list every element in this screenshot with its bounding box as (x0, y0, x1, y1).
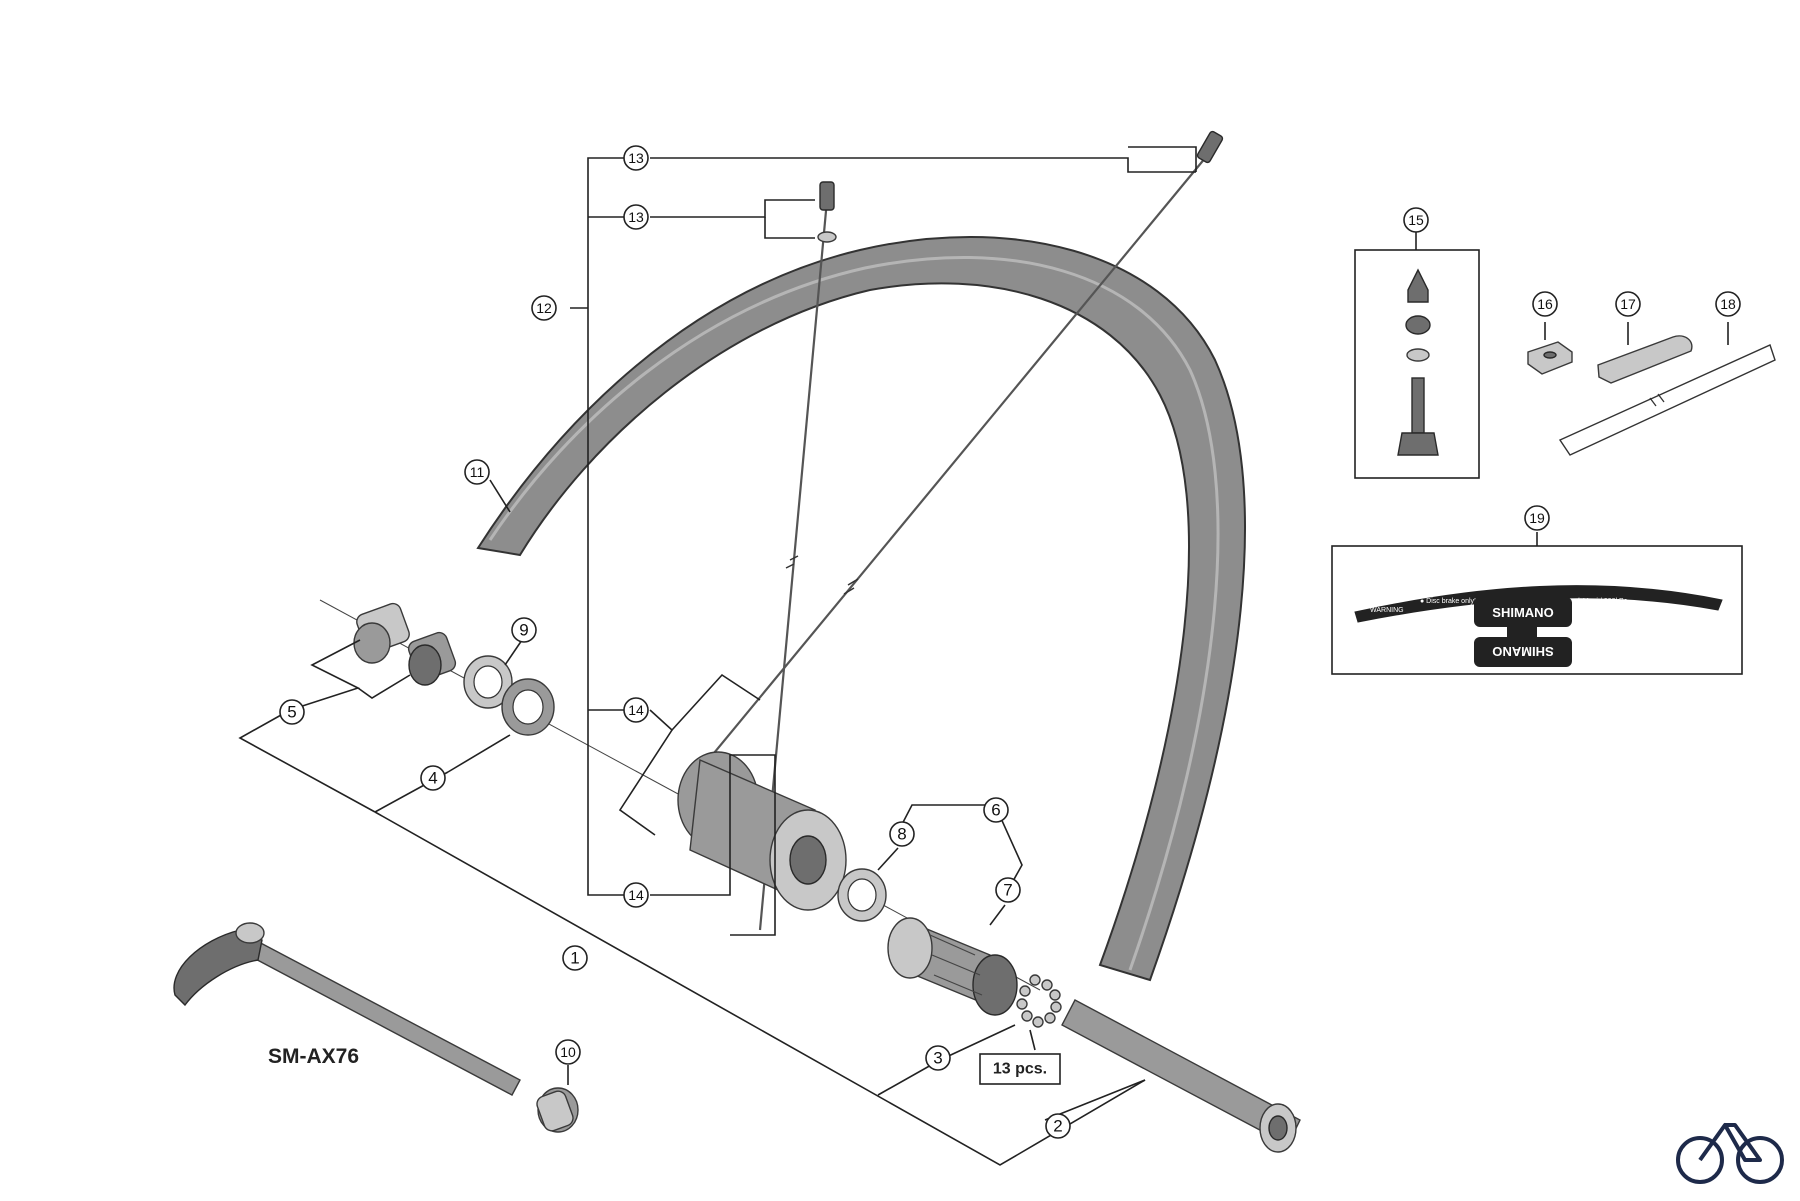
rim-decal-sheet: WARNING ● Disc brake only! ● MAX TIRE PR… (1331, 545, 1743, 675)
callout-3-label: 3 (933, 1049, 942, 1068)
hub-left-end-cap (407, 631, 457, 686)
callout-14-upper-label: 14 (628, 702, 644, 718)
callout-13-second-label: 13 (628, 209, 644, 225)
callout-16-label: 16 (1537, 296, 1553, 312)
hub-axle (1061, 999, 1301, 1153)
callout-4-label: 4 (428, 769, 437, 788)
model-label: SM-AX76 (268, 1045, 359, 1068)
callout-18-label: 18 (1720, 296, 1736, 312)
callout-6: 6 (983, 797, 1009, 823)
callout-13-top-label: 13 (628, 150, 644, 166)
callout-1: 1 (562, 945, 588, 971)
decal-warning: WARNING (1370, 607, 1404, 614)
callout-16: 16 (1532, 291, 1558, 317)
callout-18: 18 (1715, 291, 1741, 317)
callout-14-upper: 14 (623, 697, 649, 723)
callout-7-label: 7 (1003, 881, 1012, 900)
valve-hole-adapter (1527, 341, 1573, 375)
callout-11-label: 11 (470, 464, 485, 480)
quantity-note-label: 13 pcs. (993, 1061, 1047, 1078)
callout-4: 4 (420, 765, 446, 791)
callout-5-label: 5 (287, 703, 296, 722)
callout-10-label: 10 (560, 1044, 576, 1060)
rim-tape (1558, 344, 1776, 456)
lock-ring (501, 678, 555, 736)
hub-body (319, 599, 1041, 991)
callout-8-label: 8 (897, 825, 906, 844)
freehub-seal-ring (837, 868, 887, 922)
quantity-note: 13 pcs. (979, 1053, 1061, 1085)
decal-brand-bottom: SHIMANO (1492, 644, 1553, 659)
spacer-ring (463, 655, 513, 709)
callout-10: 10 (555, 1039, 581, 1065)
tubeless-valve-kit (1354, 249, 1480, 479)
steel-balls (1016, 974, 1062, 1028)
decal-brand-top: SHIMANO (1492, 605, 1553, 620)
callout-9-label: 9 (519, 621, 528, 640)
callout-1-label: 1 (570, 949, 579, 968)
freehub-body (887, 917, 1018, 1016)
callout-13-second: 13 (623, 204, 649, 230)
rim (476, 235, 1246, 982)
callout-14-lower-label: 14 (628, 887, 644, 903)
spoke-nipple-top (1196, 130, 1224, 164)
callout-5: 5 (279, 699, 305, 725)
callout-17-label: 17 (1620, 296, 1636, 312)
callout-12: 12 (531, 295, 557, 321)
callout-7: 7 (995, 877, 1021, 903)
callout-6-label: 6 (991, 801, 1000, 820)
callout-19: 19 (1524, 505, 1550, 531)
callout-17: 17 (1615, 291, 1641, 317)
thru-axle-sm-ax76 (173, 922, 521, 1096)
callout-11: 11 (464, 459, 490, 485)
leader-lines (238, 146, 1729, 1166)
callout-19-label: 19 (1529, 510, 1545, 526)
callout-2: 2 (1045, 1113, 1071, 1139)
rim-tape-tool (1597, 335, 1693, 384)
callout-15: 15 (1403, 207, 1429, 233)
hub-left-bearing (353, 602, 410, 664)
callout-2-label: 2 (1053, 1117, 1062, 1136)
spoke-nipple-washer (817, 181, 837, 243)
callout-13-top: 13 (623, 145, 649, 171)
callout-15-label: 15 (1408, 212, 1424, 228)
bicycle-icon (1676, 1123, 1784, 1184)
callout-8: 8 (889, 821, 915, 847)
callout-9: 9 (511, 617, 537, 643)
callout-12-label: 12 (536, 300, 552, 316)
axle-nut (536, 1087, 579, 1133)
callout-14-lower: 14 (623, 882, 649, 908)
callout-3: 3 (925, 1045, 951, 1071)
